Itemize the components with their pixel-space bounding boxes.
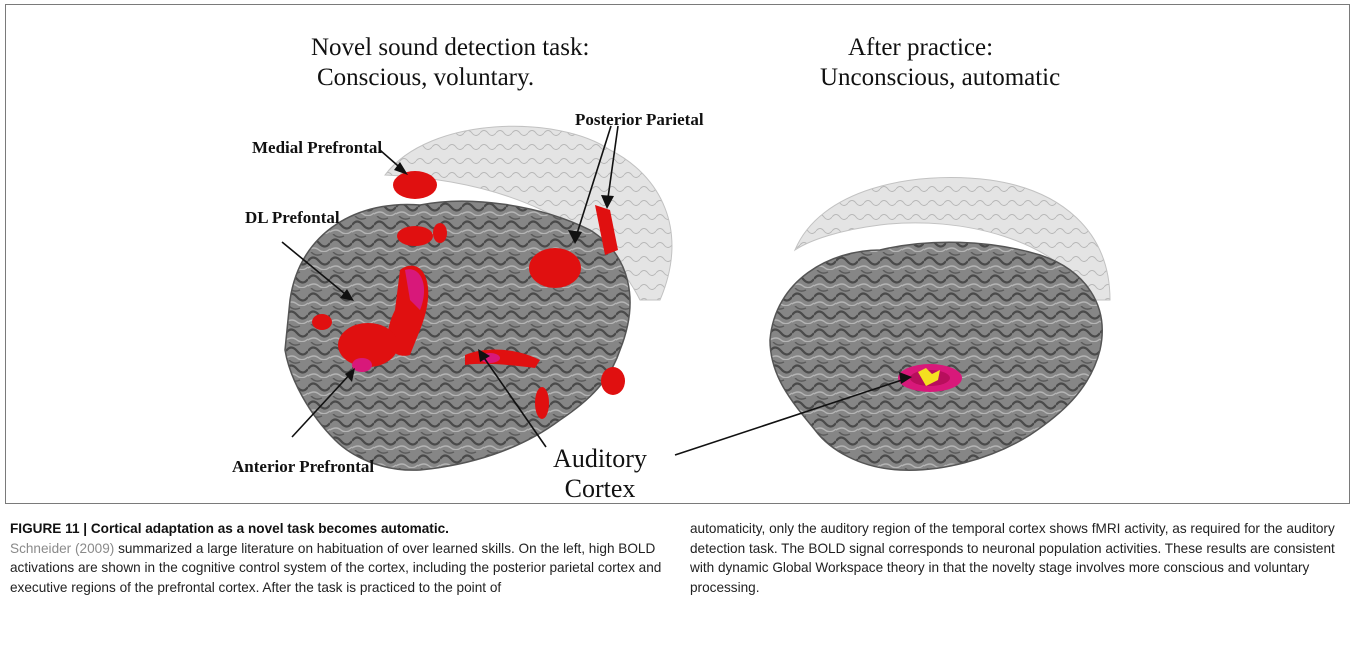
right-title-line2: Unconscious, automatic [820,63,1060,93]
left-title-line1: Novel sound detection task: [311,33,589,63]
label-medial-prefrontal: Medial Prefrontal [252,138,382,158]
label-dl-prefrontal: DL Prefontal [245,208,340,228]
caption-col2-text: automaticity, only the auditory region o… [690,521,1335,595]
brain-figure-image [0,0,1355,510]
label-posterior-parietal: Posterior Parietal [575,110,704,130]
right-brain-illustration [770,178,1110,471]
left-cortex-surface [285,201,630,470]
left-title-line2: Conscious, voluntary. [311,63,589,93]
caption-citation-link[interactable]: Schneider (2009) [10,541,114,556]
label-auditory-cortex: Auditory Cortex [535,444,665,504]
label-auditory-line1: Auditory [535,444,665,474]
label-anterior-prefrontal: Anterior Prefrontal [232,457,374,477]
act-frontal-superior [397,226,433,246]
label-auditory-line2: Cortex [535,474,665,504]
right-cortex-surface [770,242,1102,470]
act-frontal-pole [312,314,332,330]
act-temporal-posterior [601,367,625,395]
act-posterior-parietal [529,248,581,288]
right-title: After practice: Unconscious, automatic [820,33,1060,93]
left-title: Novel sound detection task: Conscious, v… [311,33,589,93]
right-title-line1: After practice: [820,33,1060,63]
caption-col1: FIGURE 11 | Cortical adaptation as a nov… [10,519,665,597]
act-medial-prefrontal [393,171,437,199]
caption-col2: automaticity, only the auditory region o… [690,519,1340,597]
caption-heading: FIGURE 11 | Cortical adaptation as a nov… [10,521,449,536]
